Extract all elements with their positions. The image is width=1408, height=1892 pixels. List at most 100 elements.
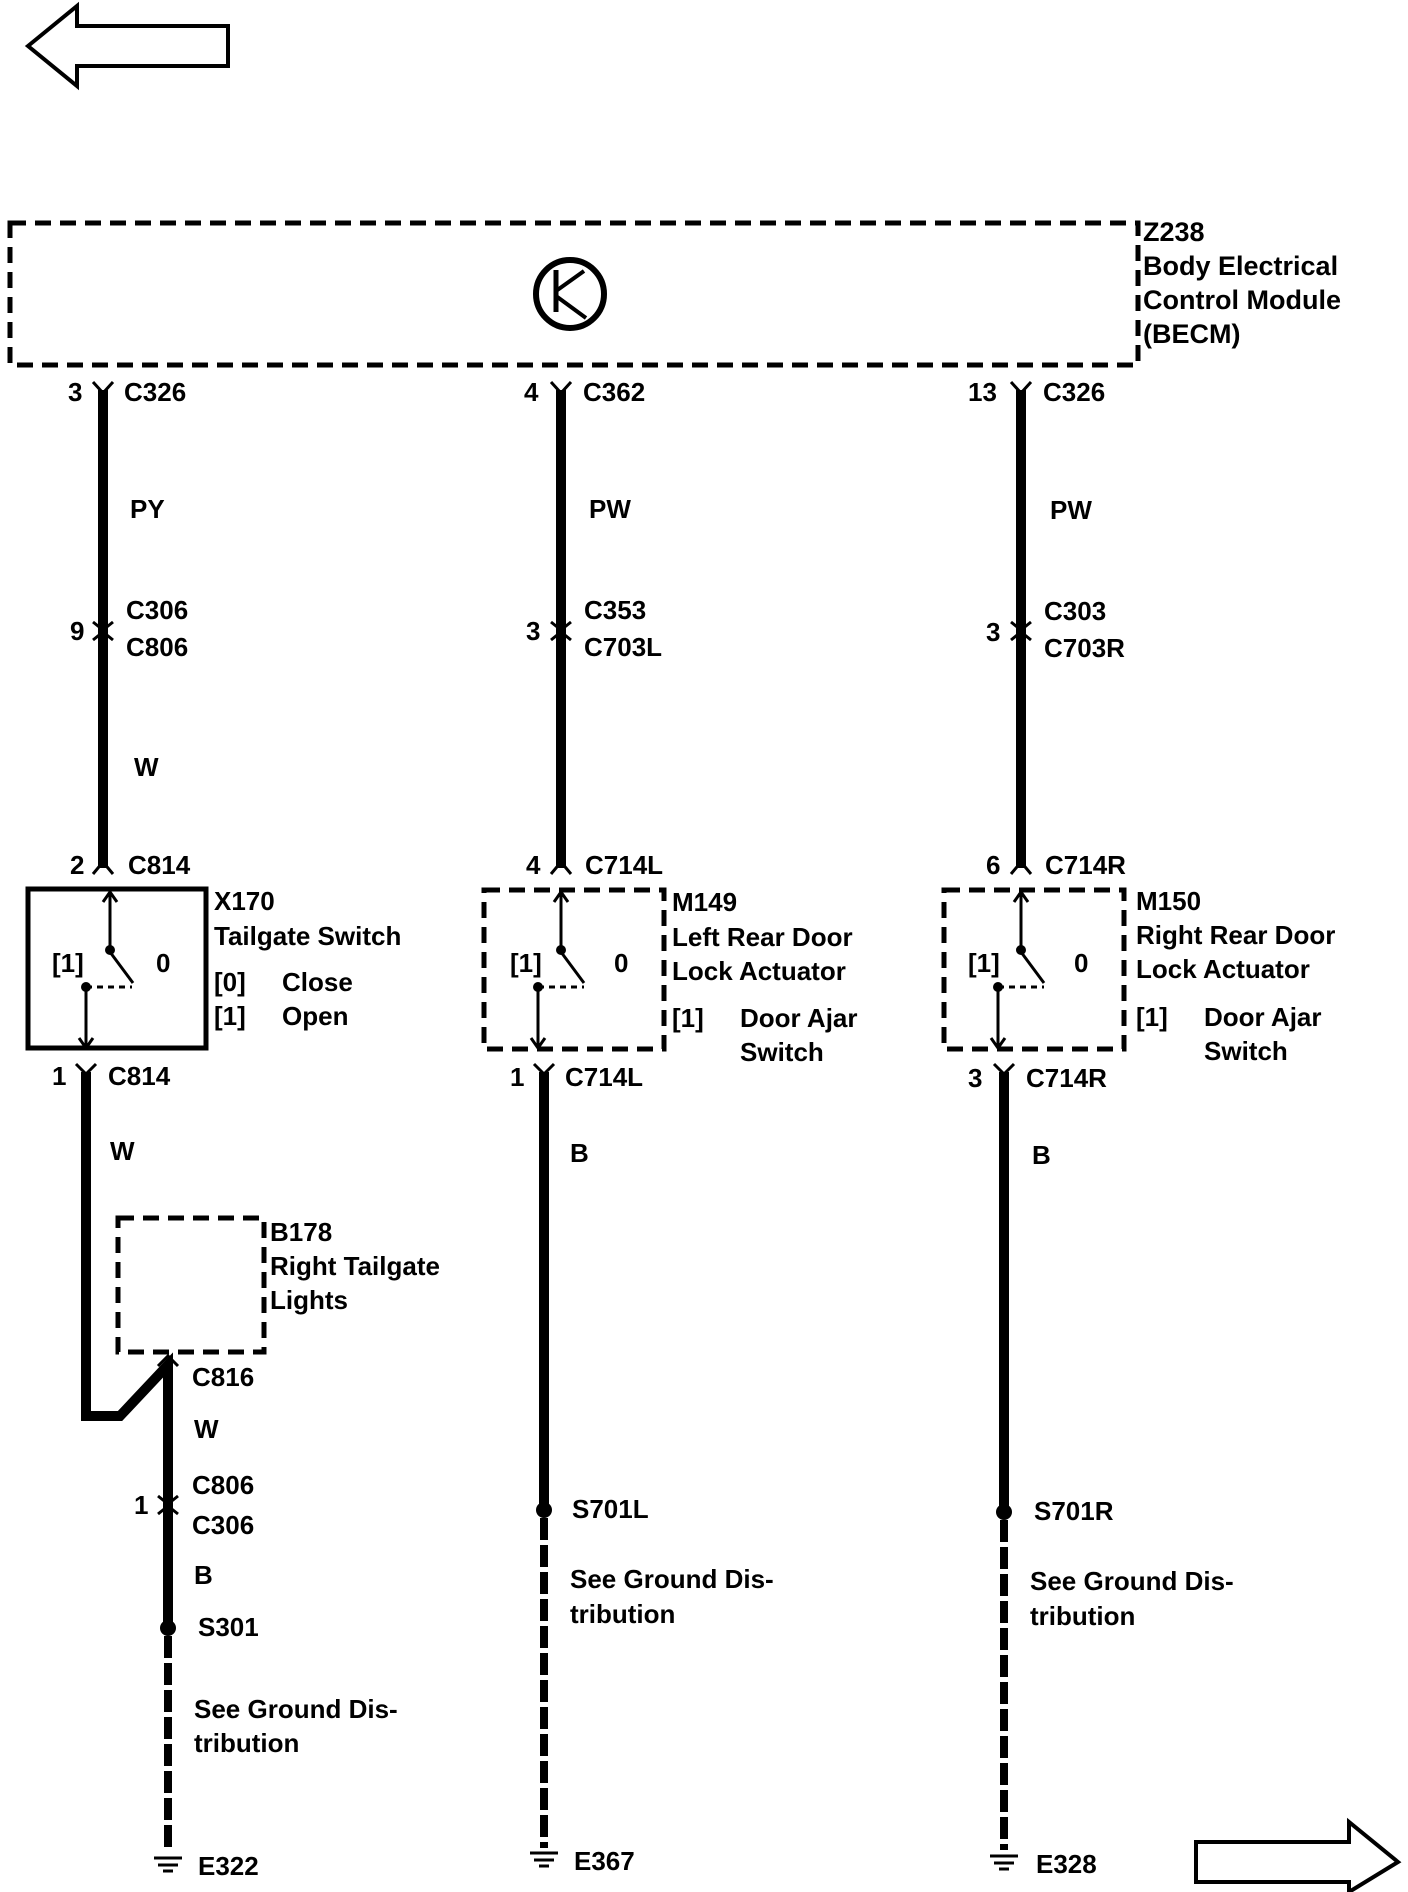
module-name-line1: Body Electrical <box>1143 251 1338 281</box>
left-circuit: 3 C326 PY 9 C306 C806 W 2 C814 [1] 0 X17… <box>25 377 440 1881</box>
module-name-line2: Control Module <box>1143 285 1341 315</box>
ground-icon <box>990 1854 1018 1871</box>
right-arrow-icon <box>1194 1817 1402 1892</box>
middle-switch-pos1: [1] <box>510 948 542 978</box>
right-inline-connector-b: C703R <box>1044 633 1125 663</box>
middle-sub-name-line1: Door Ajar <box>740 1003 858 1033</box>
right-sub-name-line1: Door Ajar <box>1204 1002 1322 1032</box>
left-wire-color-after-switch: W <box>110 1136 135 1166</box>
connector-symbol <box>91 859 115 875</box>
middle-circuit: 4 C362 PW 3 C353 C703L 4 C714L [1] 0 M14… <box>481 377 858 1876</box>
becm-module-box <box>7 220 1141 368</box>
switch-contact-icon <box>1019 951 1046 984</box>
switch-contact-icon <box>559 951 586 984</box>
left-switch-out-connector: C814 <box>108 1061 171 1091</box>
right-actuator-out-connector: C714R <box>1026 1063 1107 1093</box>
right-actuator-in-connector: C714R <box>1045 850 1126 880</box>
middle-wire-color-top: PW <box>589 494 631 524</box>
left-ground-note-line2: tribution <box>194 1728 299 1758</box>
inline-connector-symbol <box>550 620 572 642</box>
switch-state-closed-label: Close <box>282 967 353 997</box>
left-wire-color-after-lights: W <box>194 1414 219 1444</box>
middle-ground-id: E367 <box>574 1846 635 1876</box>
left-switch-pos0: 0 <box>156 948 170 978</box>
splice-dot <box>996 1504 1012 1520</box>
connector-symbol <box>156 1353 180 1368</box>
right-circuit: 13 C326 PW 3 C303 C703R 6 C714R [1] 0 M1… <box>941 377 1335 1879</box>
left-wire-color-mid: W <box>134 752 159 782</box>
inline-connector-symbol <box>1010 620 1032 642</box>
left-arrow-icon <box>24 1 230 91</box>
right-inline-pin: 3 <box>986 617 1000 647</box>
left-ground-note-line1: See Ground Dis- <box>194 1694 398 1724</box>
right-wire-color-top: PW <box>1050 495 1092 525</box>
right-ground-note-line1: See Ground Dis- <box>1030 1566 1234 1596</box>
right-top-connector: C326 <box>1043 377 1105 407</box>
right-switch-pos1: [1] <box>968 948 1000 978</box>
left-wire-color-top: PY <box>130 494 165 524</box>
middle-ground-note-line1: See Ground Dis- <box>570 1564 774 1594</box>
middle-actuator-in-pin: 4 <box>526 850 541 880</box>
left-switch-in-pin: 2 <box>70 850 84 880</box>
inline-connector-symbol <box>157 1494 179 1516</box>
right-sub-name-line2: Switch <box>1204 1036 1288 1066</box>
left-switch-in-connector: C814 <box>128 850 191 880</box>
right-top-pin: 13 <box>968 377 997 407</box>
becm-module: Z238 Body Electrical Control Module (BEC… <box>7 217 1341 368</box>
right-rear-door-actuator-box <box>941 887 1127 1052</box>
middle-inline-pin: 3 <box>526 616 540 646</box>
middle-sub-name-line2: Switch <box>740 1037 824 1067</box>
next-page-arrow[interactable] <box>1194 1817 1402 1892</box>
middle-actuator-out-pin: 1 <box>510 1062 524 1092</box>
right-switch-pos0: 0 <box>1074 948 1088 978</box>
right-actuator-out-pin: 3 <box>968 1063 982 1093</box>
right-sub-code: [1] <box>1136 1002 1168 1032</box>
left-inline2-connector-b: C306 <box>192 1510 254 1540</box>
tailgate-switch-box <box>25 886 209 1051</box>
ground-icon <box>530 1851 558 1868</box>
right-actuator-in-pin: 6 <box>986 850 1000 880</box>
module-id: Z238 <box>1143 217 1205 247</box>
left-wire-to-lights <box>81 1072 173 1628</box>
left-rear-door-actuator-box <box>481 887 667 1052</box>
lights-name-line2: Lights <box>270 1285 348 1315</box>
tailgate-switch-name: Tailgate Switch <box>214 921 401 951</box>
left-inline2-pin: 1 <box>134 1490 148 1520</box>
middle-inline-connector-a: C353 <box>584 595 646 625</box>
middle-actuator-in-connector: C714L <box>585 850 663 880</box>
middle-actuator-name-line1: Left Rear Door <box>672 922 853 952</box>
lights-id: B178 <box>270 1217 332 1247</box>
switch-contact-icon <box>108 951 135 984</box>
left-inline-pin: 9 <box>70 616 84 646</box>
left-switch-out-pin: 1 <box>52 1061 66 1091</box>
right-inline-connector-a: C303 <box>1044 596 1106 626</box>
lights-connector: C816 <box>192 1362 254 1392</box>
right-splice: S701R <box>1034 1496 1114 1526</box>
inline-connector-symbol <box>92 620 114 642</box>
middle-inline-connector-b: C703L <box>584 632 662 662</box>
connector-symbol <box>1009 859 1033 875</box>
left-switch-pos1: [1] <box>52 948 84 978</box>
module-name-line3: (BECM) <box>1143 319 1240 349</box>
middle-ground-note-line2: tribution <box>570 1599 675 1629</box>
left-splice: S301 <box>198 1612 259 1642</box>
right-actuator-id: M150 <box>1136 886 1201 916</box>
left-inline2-connector-a: C806 <box>192 1470 254 1500</box>
left-inline-connector-a: C306 <box>126 595 188 625</box>
switch-state-open-code: [1] <box>214 1001 246 1031</box>
right-ground-note-line2: tribution <box>1030 1601 1135 1631</box>
right-wire-color-bottom: B <box>1032 1140 1051 1170</box>
splice-dot <box>536 1502 552 1518</box>
middle-top-connector: C362 <box>583 377 645 407</box>
right-actuator-name-line1: Right Rear Door <box>1136 920 1335 950</box>
right-actuator-name-line2: Lock Actuator <box>1136 954 1310 984</box>
right-ground-id: E328 <box>1036 1849 1097 1879</box>
ground-icon <box>154 1856 182 1873</box>
middle-switch-pos0: 0 <box>614 948 628 978</box>
previous-page-arrow[interactable] <box>24 1 230 91</box>
middle-top-pin: 4 <box>524 377 539 407</box>
middle-wire-color-bottom: B <box>570 1138 589 1168</box>
switch-state-closed-code: [0] <box>214 967 246 997</box>
left-top-pin: 3 <box>68 377 82 407</box>
